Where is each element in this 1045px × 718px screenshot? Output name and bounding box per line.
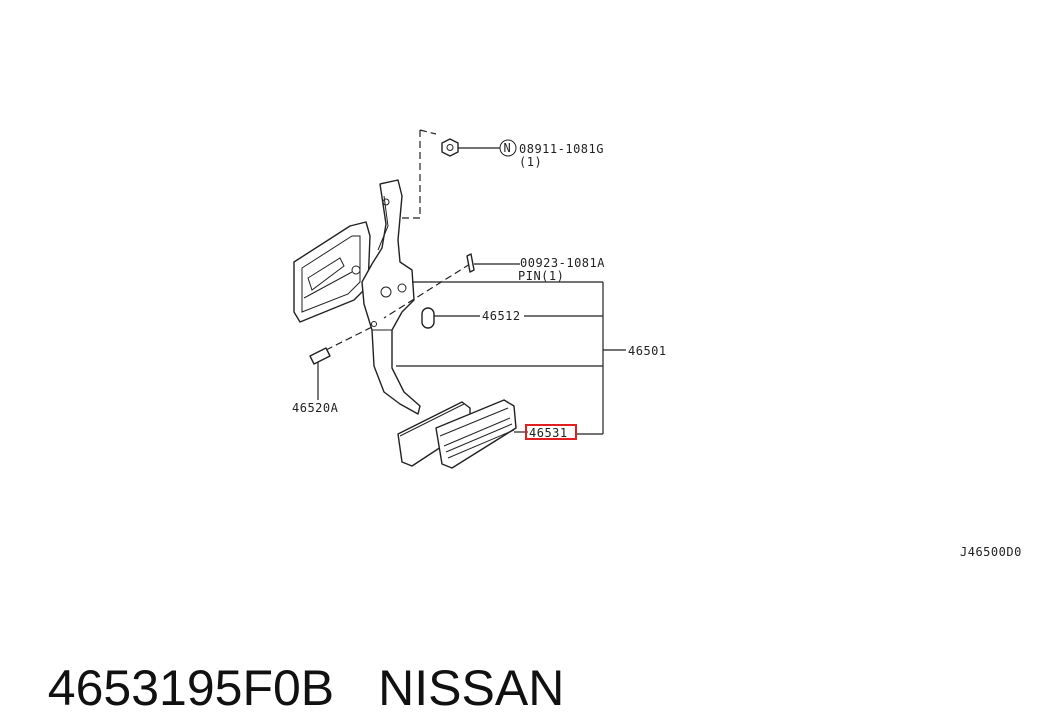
pad-callout: 46531 <box>514 424 603 440</box>
parts-diagram: N 08911-1081G (1) 00923-1081A <box>292 129 1022 559</box>
nut-icon <box>441 138 459 157</box>
pedal-pad-front <box>435 399 517 469</box>
bolt-label: 46520A <box>292 401 339 415</box>
pad-label: 46531 <box>529 426 568 440</box>
pin-part-label: 00923-1081A <box>520 256 605 270</box>
pin-desc-label: PIN(1) <box>518 269 564 283</box>
pad-highlight-box <box>525 424 577 440</box>
pin-callout: 00923-1081A PIN(1) <box>383 253 605 319</box>
pedal-bracket <box>293 221 371 323</box>
nut-callout: N 08911-1081G (1) <box>398 129 604 219</box>
brand-name: NISSAN <box>378 660 565 716</box>
bushing-callout: 46512 <box>421 307 603 329</box>
bushing-label: 46512 <box>482 309 521 323</box>
nut-symbol-circle <box>499 139 517 157</box>
part-caption: 4653195F0B NISSAN <box>20 598 565 718</box>
nut-symbol: N <box>504 141 512 155</box>
part-number: 4653195F0B <box>47 660 335 716</box>
assembly-callout: 46501 <box>396 281 667 434</box>
nut-part-label: 08911-1081G <box>519 142 604 156</box>
bolt-callout: 46520A <box>292 325 375 415</box>
assembly-label: 46501 <box>628 344 667 358</box>
figure-code: J46500D0 <box>960 545 1022 559</box>
pedal-arm <box>361 179 421 415</box>
nut-qty-label: (1) <box>519 155 542 169</box>
